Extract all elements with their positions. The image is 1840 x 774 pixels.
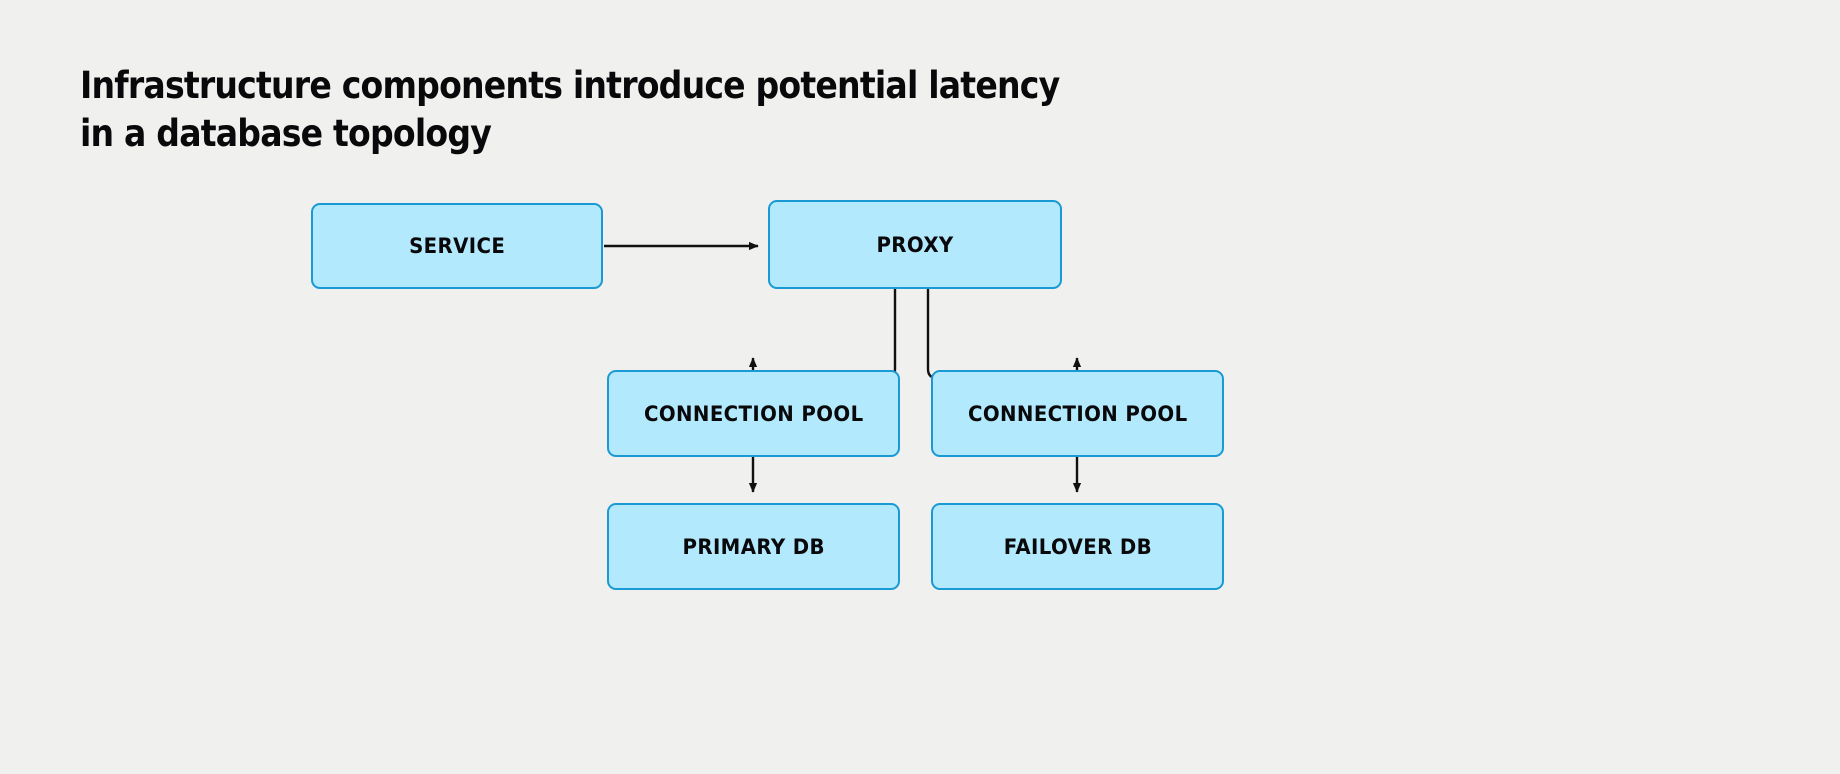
- page-title: Infrastructure components introduce pote…: [80, 62, 1380, 158]
- node-connection-pool-primary-label: CONNECTION POOL: [643, 401, 864, 426]
- node-failover-db[interactable]: FAILOVER DB: [931, 503, 1224, 590]
- node-service[interactable]: SERVICE: [311, 203, 603, 289]
- node-service-label: SERVICE: [408, 234, 506, 258]
- node-proxy-label: PROXY: [876, 232, 954, 257]
- node-primary-db[interactable]: PRIMARY DB: [607, 503, 900, 590]
- node-primary-db-label: PRIMARY DB: [682, 534, 825, 559]
- page-title-line-1: Infrastructure components introduce pote…: [80, 64, 1060, 107]
- node-connection-pool-failover[interactable]: CONNECTION POOL: [931, 370, 1224, 457]
- node-proxy[interactable]: PROXY: [768, 200, 1062, 289]
- node-failover-db-label: FAILOVER DB: [1003, 534, 1152, 559]
- node-connection-pool-primary[interactable]: CONNECTION POOL: [607, 370, 900, 457]
- node-connection-pool-failover-label: CONNECTION POOL: [967, 401, 1188, 426]
- page-title-line-2: in a database topology: [80, 112, 492, 155]
